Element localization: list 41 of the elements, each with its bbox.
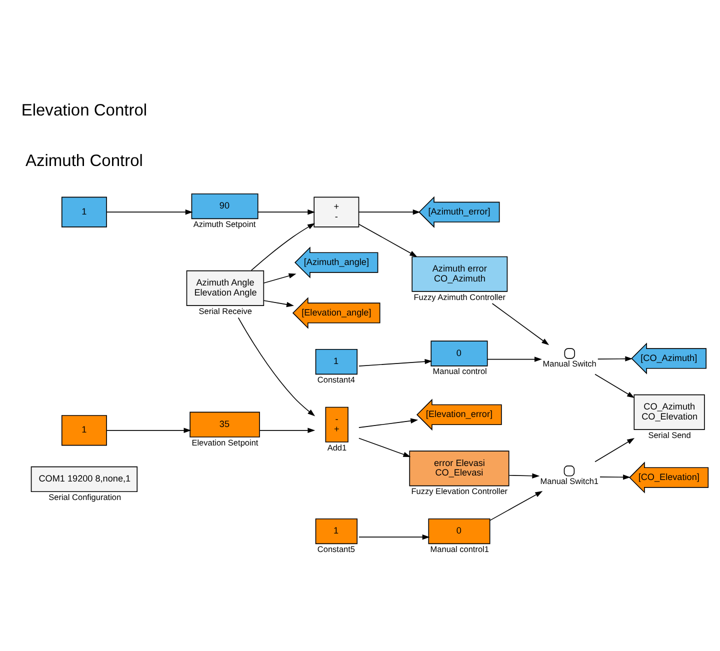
arrow: [106, 208, 193, 214]
arrow: [492, 302, 550, 345]
node-label: Fuzzy Azimuth Controller: [414, 292, 506, 302]
node-box: + -: [314, 196, 360, 227]
label: Azimuth Control: [25, 150, 143, 170]
arrow: [358, 208, 420, 214]
node-label: Manual Switch1: [540, 476, 599, 486]
arrow: [358, 437, 411, 456]
node-label: Fuzzy Elevation Controller: [411, 486, 508, 496]
label: Elevation Control: [21, 100, 148, 119]
node-label: Manual control: [432, 366, 487, 376]
arrow: [490, 490, 543, 520]
node-label: Manual Switch: [542, 359, 596, 368]
arrow: [238, 316, 316, 416]
node-label: Add1: [327, 442, 347, 452]
arrow: [263, 272, 296, 284]
arrow: [259, 427, 316, 433]
node-label: Azimuth Setpoint: [193, 219, 256, 228]
arrow: [594, 373, 635, 398]
node-label: Elevation Setpoint: [192, 438, 258, 447]
arrow: [358, 223, 418, 256]
arrow: [358, 418, 418, 428]
node-box: 1: [61, 196, 107, 227]
arrow: [258, 208, 316, 214]
arrow: [358, 534, 430, 540]
node-label: Constant5: [317, 544, 356, 554]
node-label: Serial Receive: [198, 306, 252, 316]
arrow: [487, 356, 542, 362]
node-label: Constant4: [317, 374, 356, 384]
node-box: 1: [61, 414, 107, 446]
arrow: [358, 358, 432, 366]
arrow: [250, 222, 315, 270]
arrow: [597, 356, 633, 361]
arrow: [106, 427, 192, 433]
arrow: [600, 474, 630, 480]
arrow: [263, 300, 294, 307]
node-label: Serial Send: [648, 430, 691, 440]
arrow: [594, 438, 635, 462]
arrow: [508, 472, 540, 478]
node-label: Manual control1: [430, 544, 489, 554]
node-label: Serial Configuration: [48, 492, 122, 502]
